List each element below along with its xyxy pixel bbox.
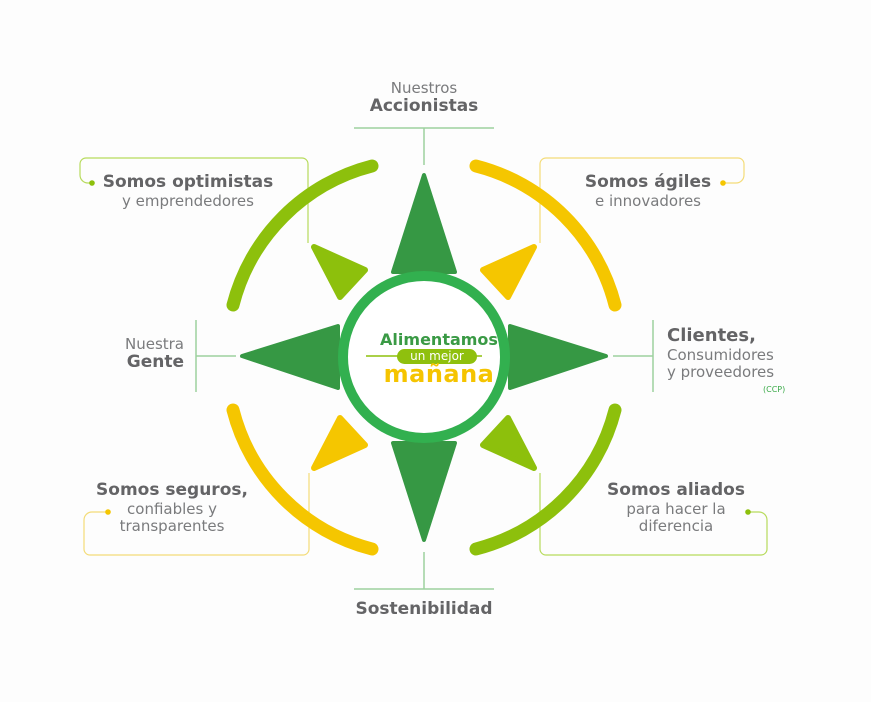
- value-optimistas: Somos optimistas y emprendedores: [98, 172, 278, 210]
- label-clientes-bold: Clientes,: [667, 325, 756, 346]
- label-clientes: Clientes, Consumidores y proveedores: [667, 325, 797, 381]
- value-seguros-bold: Somos seguros,: [96, 480, 248, 500]
- value-seguros: Somos seguros, confiables y transparente…: [92, 480, 252, 535]
- point-north: [391, 173, 457, 274]
- value-agiles-bold: Somos ágiles: [584, 172, 712, 192]
- value-optimistas-light: y emprendedores: [122, 191, 254, 210]
- center-subtitle: mañana: [383, 360, 495, 388]
- bullet-top-right: [720, 180, 726, 186]
- center-pill: un mejor: [397, 349, 477, 364]
- label-sostenibilidad: Sostenibilidad: [340, 599, 508, 620]
- center-title: Alimentamos: [380, 330, 498, 349]
- frame-bottom-left: [83, 473, 310, 556]
- point-southwest: [311, 415, 368, 471]
- label-gente: Nuestra Gente: [96, 335, 184, 373]
- point-northwest: [311, 244, 368, 300]
- value-agiles: Somos ágiles e innovadores: [578, 172, 718, 210]
- label-accionistas-light: Nuestros: [390, 79, 458, 97]
- value-aliados: Somos aliados para hacer la diferencia: [606, 480, 746, 535]
- label-clientes-light2: y proveedores: [667, 362, 775, 381]
- label-gente-bold: Gente: [126, 352, 184, 373]
- label-ccp-note: (CCP): [763, 385, 786, 394]
- bullet-bottom-left: [105, 509, 111, 515]
- frame-top-right: [539, 157, 745, 243]
- stakeholder-connectors: [195, 127, 654, 590]
- frame-bottom-right: [539, 473, 768, 556]
- point-northeast-lower: [480, 415, 537, 471]
- label-accionistas-bold: Accionistas: [369, 96, 479, 117]
- label-sostenibilidad-bold: Sostenibilidad: [355, 599, 493, 619]
- point-east: [508, 324, 608, 390]
- point-south: [391, 441, 457, 542]
- point-west: [240, 324, 340, 390]
- arc-top-right: [469, 159, 622, 312]
- value-aliados-light1: para hacer la: [626, 499, 726, 518]
- label-clientes-light1: Consumidores: [667, 345, 774, 364]
- bullet-top-left: [89, 180, 95, 186]
- value-aliados-bold: Somos aliados: [607, 480, 745, 500]
- point-northeast: [480, 244, 537, 300]
- arc-top-left: [226, 159, 379, 312]
- value-optimistas-bold: Somos optimistas: [102, 172, 274, 192]
- value-agiles-light: e innovadores: [594, 191, 701, 210]
- bullet-bottom-right: [745, 509, 751, 515]
- value-aliados-light2: diferencia: [638, 516, 714, 535]
- label-accionistas: Nuestros Accionistas: [354, 79, 494, 117]
- arc-bottom-right: [469, 403, 622, 556]
- value-seguros-light1: confiables y: [127, 499, 217, 518]
- frame-top-left-tail: [79, 174, 92, 184]
- arc-bottom-left: [226, 403, 379, 556]
- label-gente-light: Nuestra: [124, 335, 184, 353]
- frame-top-left: [79, 157, 309, 243]
- value-seguros-light2: transparentes: [119, 516, 225, 535]
